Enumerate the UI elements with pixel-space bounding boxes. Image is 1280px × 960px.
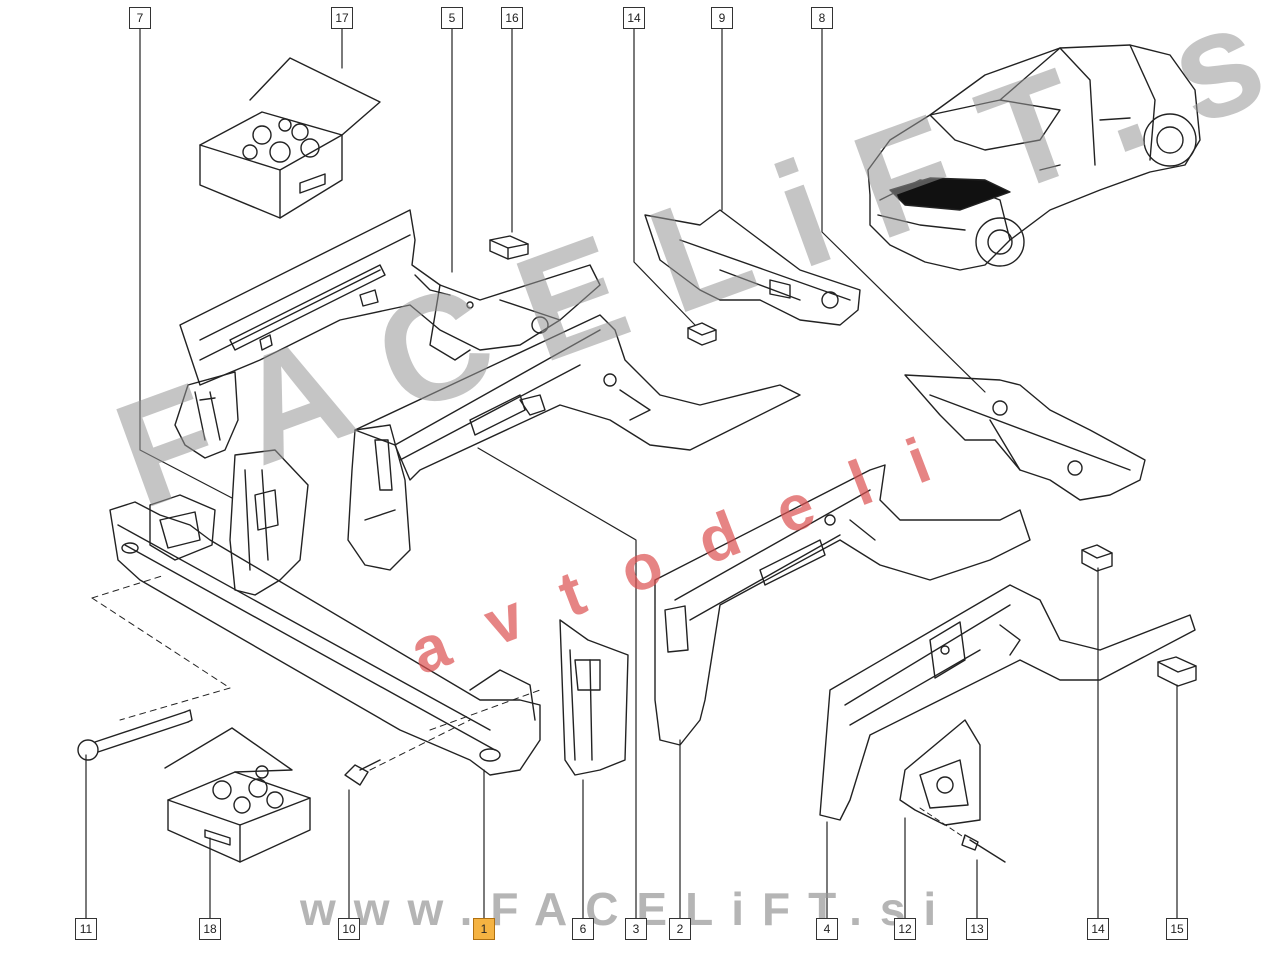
callout-top-6[interactable]: 9 bbox=[711, 7, 733, 29]
lower-rail-2 bbox=[654, 464, 1031, 746]
bolt-10 bbox=[344, 759, 381, 786]
callout-bottom-11[interactable]: 14 bbox=[1087, 918, 1109, 940]
part-8 bbox=[904, 374, 1146, 501]
callout-bottom-9[interactable]: 12 bbox=[894, 918, 916, 940]
upper-rail-bracket-7 bbox=[174, 371, 239, 459]
clip-14-upper bbox=[687, 322, 717, 346]
upper-rail-5 bbox=[179, 209, 601, 386]
tow-eye-11 bbox=[77, 709, 193, 761]
hardware-kit-box-17 bbox=[199, 57, 381, 219]
front-rail-3 bbox=[347, 314, 801, 571]
callout-bottom-5[interactable]: 6 bbox=[572, 918, 594, 940]
callout-bottom-2[interactable]: 18 bbox=[199, 918, 221, 940]
car-illustration bbox=[867, 44, 1201, 271]
callout-bottom-3[interactable]: 10 bbox=[338, 918, 360, 940]
lower-rail-4 bbox=[819, 584, 1196, 821]
callout-bottom-8[interactable]: 4 bbox=[816, 918, 838, 940]
callout-bottom-10[interactable]: 13 bbox=[966, 918, 988, 940]
callout-top-3[interactable]: 5 bbox=[441, 7, 463, 29]
callout-top-4[interactable]: 16 bbox=[501, 7, 523, 29]
clip-14-lower bbox=[1081, 544, 1113, 572]
bracket-6 bbox=[559, 619, 629, 776]
callout-bottom-7[interactable]: 2 bbox=[669, 918, 691, 940]
callout-bottom-6[interactable]: 3 bbox=[625, 918, 647, 940]
bolt-13 bbox=[919, 807, 1006, 863]
callout-top-5[interactable]: 14 bbox=[623, 7, 645, 29]
crossmember-1 bbox=[109, 494, 541, 776]
part-9 bbox=[644, 209, 861, 326]
bracket-left bbox=[229, 449, 309, 596]
callout-bottom-4-highlighted[interactable]: 1 bbox=[473, 918, 495, 940]
callout-bottom-1[interactable]: 11 bbox=[75, 918, 97, 940]
callout-top-2[interactable]: 17 bbox=[331, 7, 353, 29]
mount-dash-outline bbox=[91, 574, 541, 771]
hardware-kit-box-18 bbox=[164, 727, 311, 863]
clip-15 bbox=[1157, 656, 1197, 687]
callout-bottom-12[interactable]: 15 bbox=[1166, 918, 1188, 940]
clip-16 bbox=[489, 235, 529, 260]
callout-top-7[interactable]: 8 bbox=[811, 7, 833, 29]
part-12 bbox=[899, 719, 981, 826]
leader-lines bbox=[85, 27, 1178, 919]
callout-top-1[interactable]: 7 bbox=[129, 7, 151, 29]
